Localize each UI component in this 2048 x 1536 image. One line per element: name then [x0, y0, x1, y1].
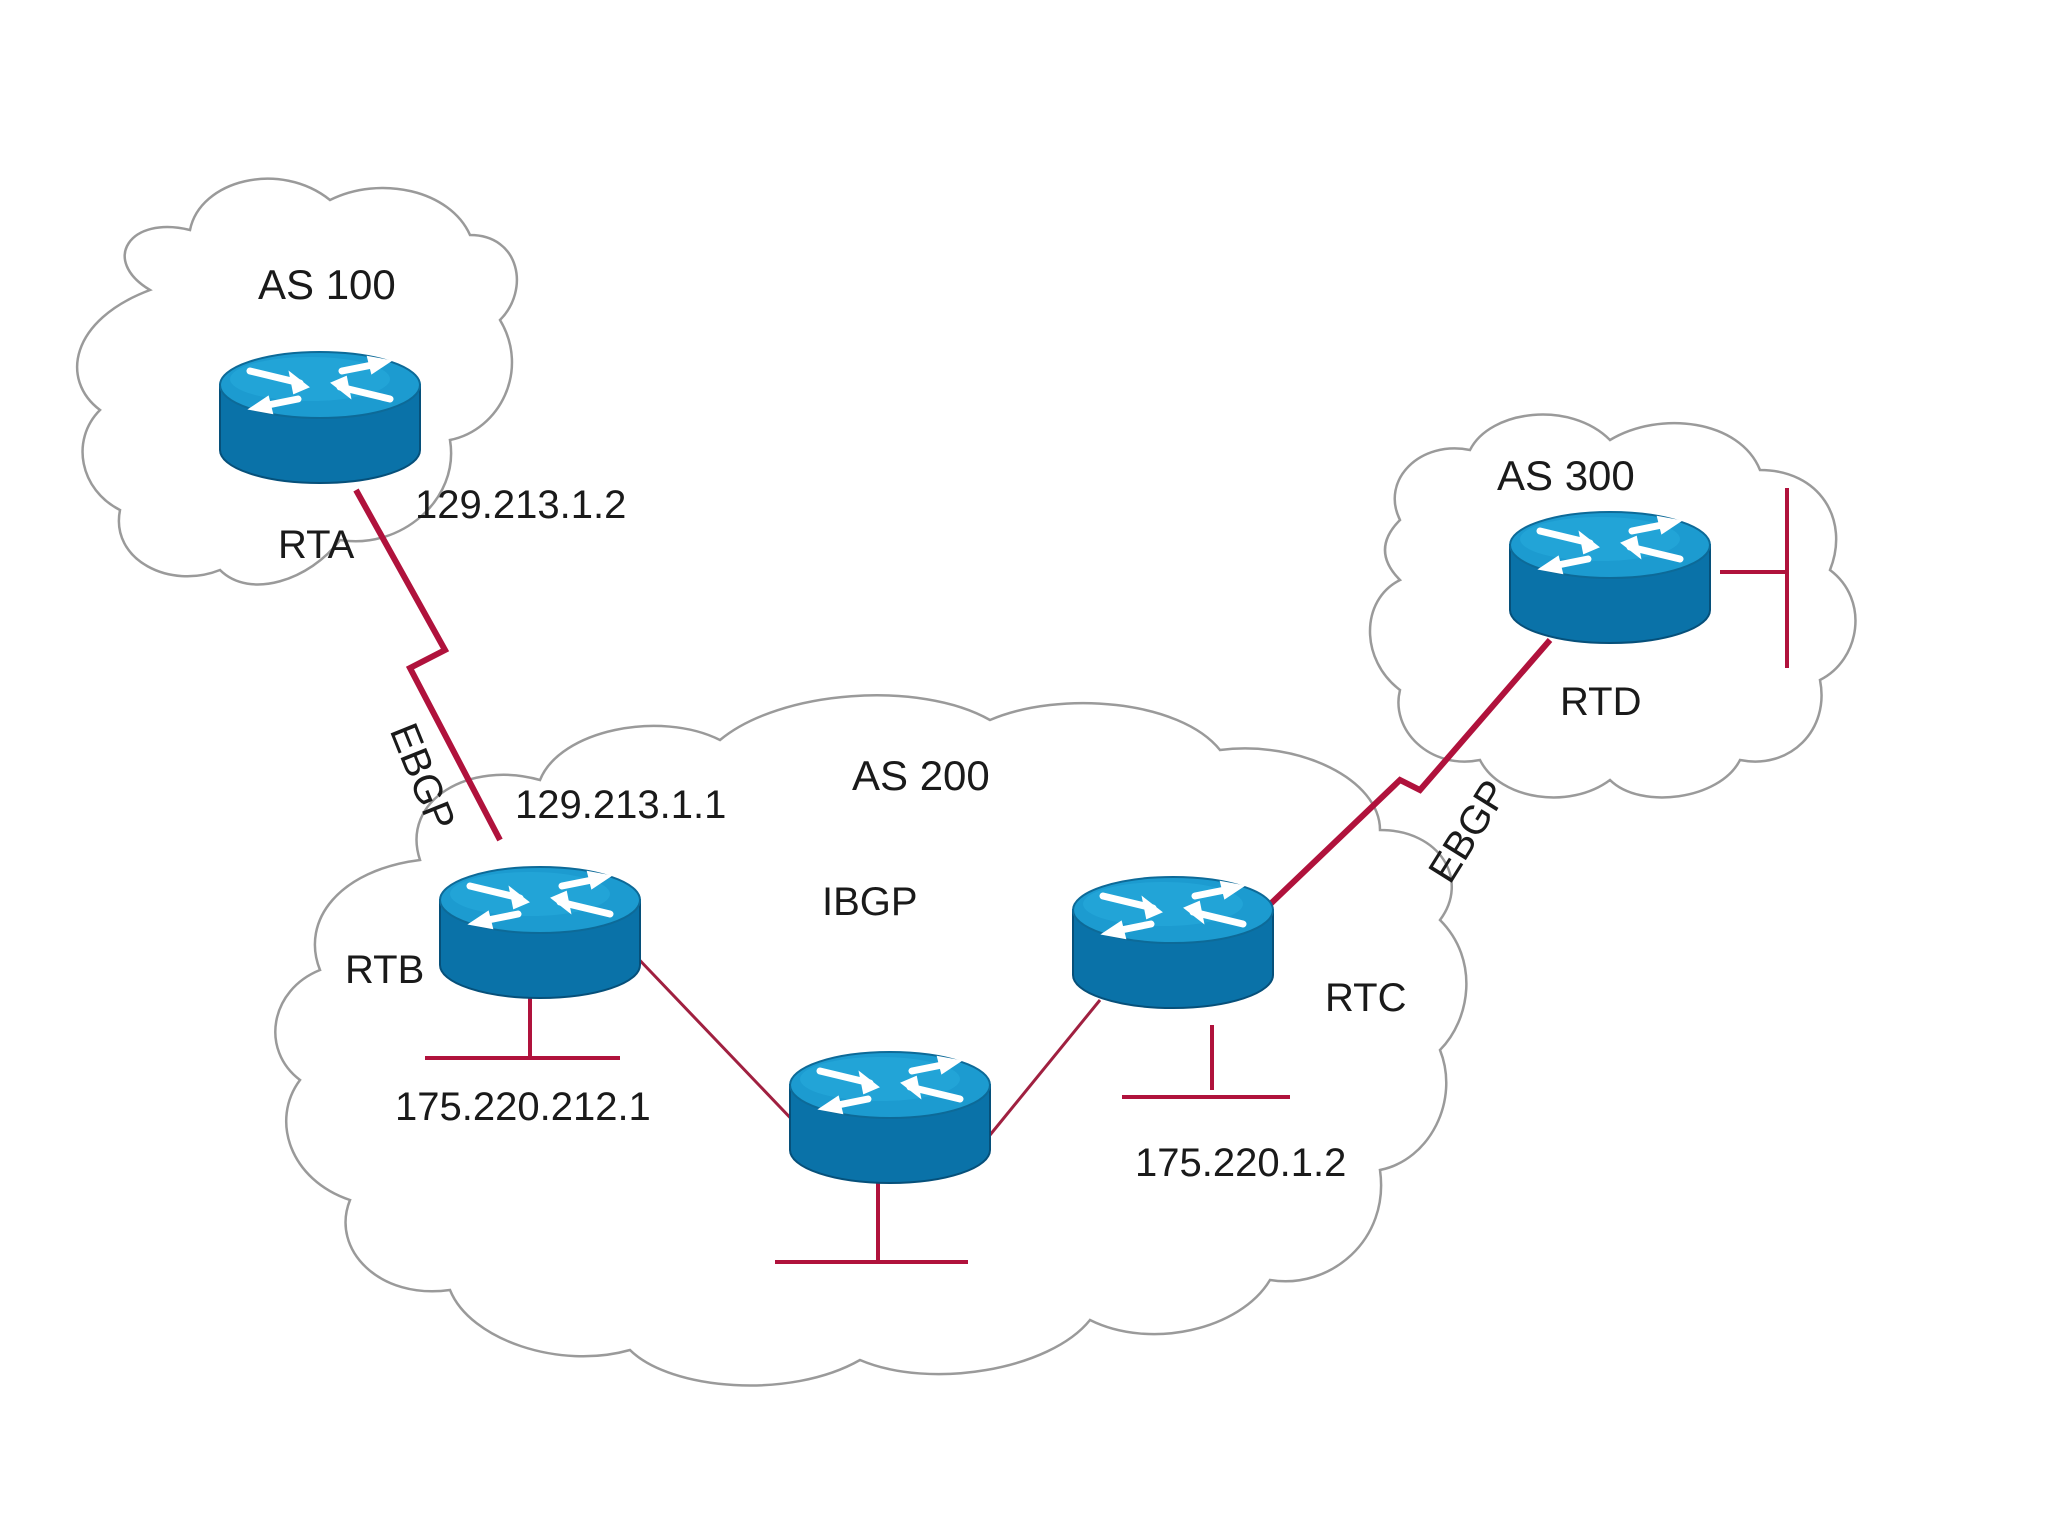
ibgp-link-mid-rtc — [988, 999, 1102, 1136]
rtc-label: RTC — [1325, 976, 1407, 1020]
rtc-lan-address: 175.220.1.2 — [1135, 1141, 1347, 1185]
ebgp-link-rtc-rtd — [1259, 638, 1553, 915]
as100-label: AS 100 — [258, 261, 396, 308]
ebgp-link-rta-rtb — [353, 488, 503, 842]
rtb-serial-address: 129.213.1.1 — [515, 783, 727, 827]
router-rtb — [440, 867, 640, 998]
rtb-lan-address: 175.220.212.1 — [395, 1085, 651, 1129]
router-rta — [220, 352, 420, 483]
ibgp-label: IBGP — [822, 880, 918, 924]
router-mid — [790, 1052, 990, 1183]
router-rtc — [1073, 877, 1273, 1008]
router-rtd — [1510, 512, 1710, 643]
as200-label: AS 200 — [852, 752, 990, 799]
as300-label: AS 300 — [1497, 452, 1635, 499]
ibgp-link-rtb-mid — [628, 948, 802, 1130]
rtb-label: RTB — [345, 948, 425, 992]
rta-serial-address: 129.213.1.2 — [415, 483, 627, 527]
rta-label: RTA — [278, 523, 355, 567]
rtd-label: RTD — [1560, 680, 1642, 724]
